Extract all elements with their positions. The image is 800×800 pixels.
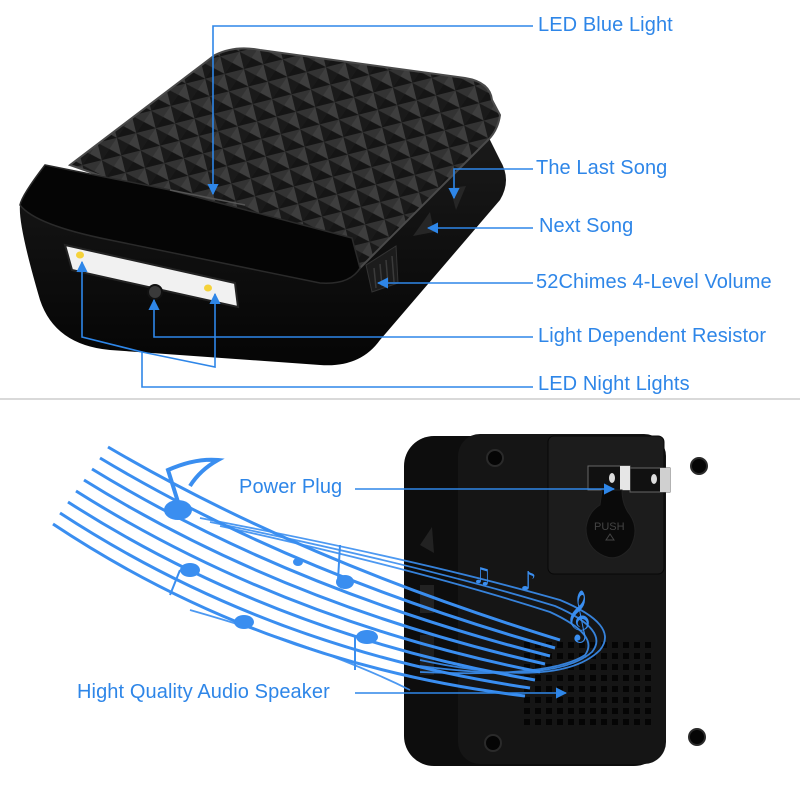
led-right (204, 284, 212, 292)
push-tab (585, 489, 636, 559)
section-divider (0, 398, 800, 400)
label-next-song: Next Song (539, 215, 634, 237)
top-device-illustration (19, 25, 533, 388)
label-volume: 52Chimes 4-Level Volume (536, 271, 772, 293)
label-last-song: The Last Song (536, 157, 668, 179)
svg-text:♪: ♪ (520, 567, 537, 597)
svg-text:𝄞: 𝄞 (565, 590, 591, 643)
label-power-plug: Power Plug (239, 476, 343, 498)
music-wave (52, 445, 561, 698)
push-text: PUSH (594, 521, 625, 533)
leader-last-song (448, 168, 533, 200)
music-notes-icon: ♪ 𝄞 ♫ (164, 457, 591, 670)
label-speaker: Hight Quality Audio Speaker (77, 681, 330, 703)
night-light-pad (63, 243, 240, 309)
label-ldr: Light Dependent Resistor (538, 325, 767, 347)
led-left (76, 251, 84, 259)
svg-text:♫: ♫ (472, 564, 492, 589)
leader-ldr (148, 298, 533, 338)
front-glossy-panel (19, 164, 361, 284)
label-night-lights: LED Night Lights (538, 373, 690, 395)
leader-led-blue-light (207, 25, 533, 196)
label-led-blue-light: LED Blue Light (538, 14, 673, 36)
music-wave-loop (189, 517, 606, 691)
